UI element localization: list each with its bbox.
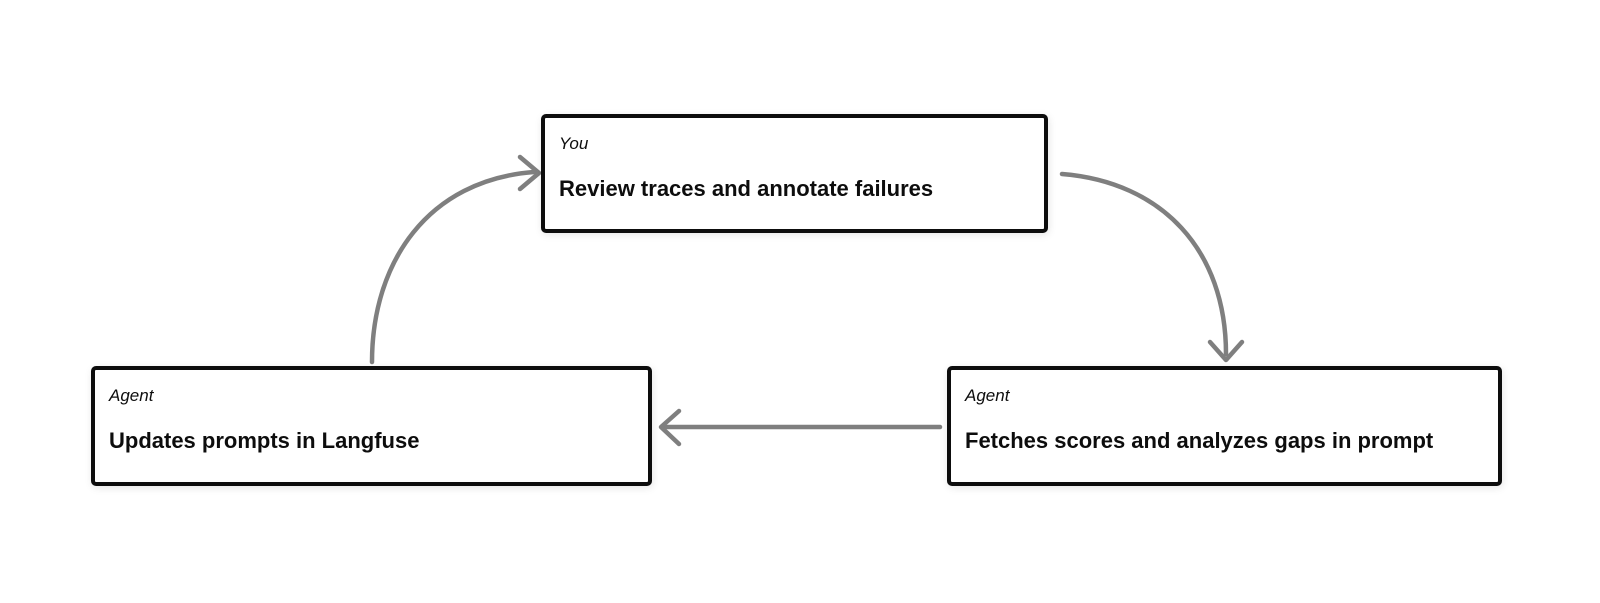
node-role-label: You [559, 134, 589, 153]
node-role-label: Agent [109, 386, 154, 405]
node-title: Fetches scores and analyzes gaps in prom… [965, 428, 1434, 453]
arrowhead-left-icon [658, 408, 682, 447]
node-agent-updates-prompts: Agent Updates prompts in Langfuse [91, 366, 652, 486]
arrowhead-right-icon [517, 154, 542, 192]
node-you-review-traces: You Review traces and annotate failures [541, 114, 1048, 233]
arrow-update-to-review [369, 154, 542, 365]
arrowhead-down-icon [1207, 339, 1245, 363]
node-title: Updates prompts in Langfuse [109, 428, 420, 453]
node-role-label: Agent [965, 386, 1010, 405]
arrow-fetch-to-update [658, 408, 943, 447]
node-title: Review traces and annotate failures [559, 176, 934, 201]
node-agent-fetches-scores: Agent Fetches scores and analyzes gaps i… [947, 366, 1502, 486]
arrow-review-to-fetch [1059, 171, 1245, 363]
